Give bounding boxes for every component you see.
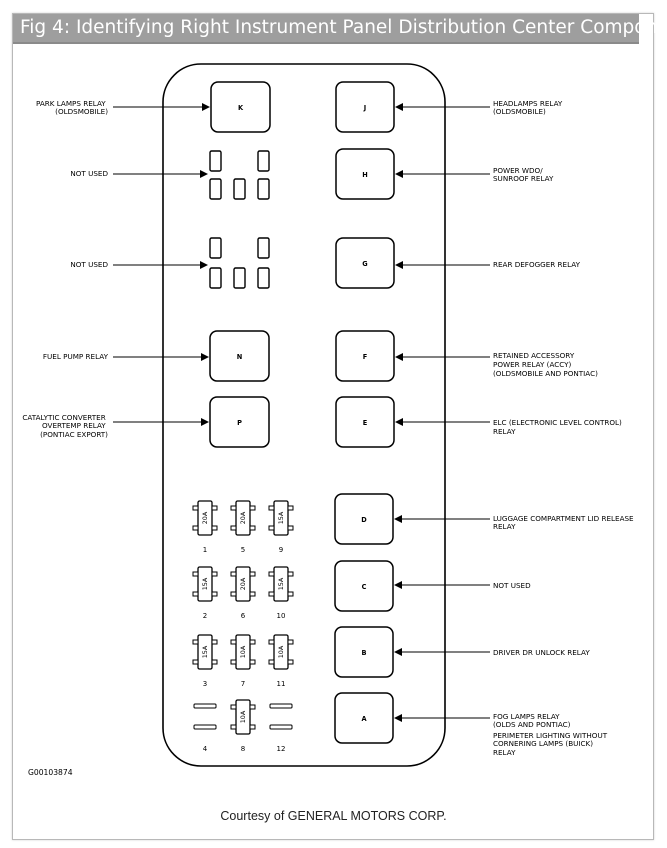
relay-letter: D <box>361 516 367 524</box>
relay-b: B <box>334 626 394 678</box>
label-fuel-pump-relay: FUEL PUMP RELAY <box>43 352 109 361</box>
fuse-10: 15A 10 <box>268 566 294 620</box>
fuse-5: 20A 5 <box>230 500 256 554</box>
relay-a: A <box>334 692 394 744</box>
panel-outline <box>162 63 446 767</box>
fuse-number: 3 <box>203 680 207 688</box>
fuse-2: 15A 2 <box>192 566 218 620</box>
fuse-rating: 10A <box>239 645 247 658</box>
label-not-used-1: NOT USED <box>70 169 108 178</box>
fuse-number: 4 <box>203 745 208 753</box>
relay-g: G <box>335 237 395 289</box>
label-retained-accessory-relay: RETAINED ACCESSORY POWER RELAY (ACCY) (O… <box>493 351 598 378</box>
figure-code: G00103874 <box>28 768 73 777</box>
relay-letter: N <box>237 353 243 361</box>
label-not-used-2: NOT USED <box>70 260 108 269</box>
figure-frame <box>12 13 654 840</box>
figure-title: Fig 4: Identifying Right Instrument Pane… <box>20 17 667 38</box>
relay-letter: P <box>237 419 242 427</box>
courtesy-caption: Courtesy of GENERAL MOTORS CORP. <box>220 809 447 823</box>
label-power-wdo-sunroof-relay: POWER WDO/ SUNROOF RELAY <box>493 166 554 183</box>
fuse-rating: 15A <box>201 577 209 590</box>
title-bar <box>13 14 639 44</box>
relay-letter: B <box>361 649 366 657</box>
relay-letter: C <box>362 583 367 591</box>
fuse-number: 8 <box>241 745 245 753</box>
fuse-number: 10 <box>277 612 286 620</box>
label-not-used-c: NOT USED <box>493 581 531 590</box>
relay-h: H <box>335 148 395 200</box>
fuse-number: 11 <box>277 680 286 688</box>
fuse-rating: 20A <box>201 511 209 524</box>
fuse-12: 12 <box>269 703 293 753</box>
relay-k: K <box>210 81 271 133</box>
fuse-rating: 10A <box>239 710 247 723</box>
label-catalytic-converter-relay: CATALYTIC CONVERTER OVERTEMP RELAY (PONT… <box>22 413 108 439</box>
relay-letter: G <box>362 260 367 268</box>
fuse-11: 10A 11 <box>268 634 294 688</box>
fuse-number: 12 <box>277 745 286 753</box>
relay-e: E <box>335 396 395 448</box>
label-fog-lamps-relay: FOG LAMPS RELAY (OLDS AND PONTIAC) PERIM… <box>493 712 609 757</box>
relay-p: P <box>209 396 270 448</box>
unused-socket-group-2 <box>209 237 270 289</box>
label-elc-relay: ELC (ELECTRONIC LEVEL CONTROL) RELAY <box>493 418 624 436</box>
fuse-rating: 20A <box>239 577 247 590</box>
label-rear-defogger-relay: REAR DEFOGGER RELAY <box>493 260 581 269</box>
relay-f: F <box>335 330 395 382</box>
label-park-lamps-relay: PARK LAMPS RELAY (OLDSMOBILE) <box>36 99 108 116</box>
fuse-number: 1 <box>203 546 207 554</box>
fuse-4: 4 <box>193 703 217 753</box>
label-headlamps-relay: HEADLAMPS RELAY (OLDSMOBILE) <box>493 99 565 116</box>
relay-j: J <box>335 81 395 133</box>
relay-letter: A <box>361 715 367 723</box>
label-driver-dr-unlock-relay: DRIVER DR UNLOCK RELAY <box>493 648 590 657</box>
fuse-rating: 15A <box>277 577 285 590</box>
fuse-7: 10A 7 <box>230 634 256 688</box>
relay-letter: E <box>363 419 368 427</box>
fuse-rating: 10A <box>277 645 285 658</box>
label-luggage-compartment-relay: LUGGAGE COMPARTMENT LID RELEASE RELAY <box>493 514 636 531</box>
fuse-9: 15A 9 <box>268 500 294 554</box>
fuse-number: 5 <box>241 546 245 554</box>
fuse-8: 10A 8 <box>230 699 256 753</box>
relay-n: N <box>209 330 270 382</box>
relay-c: C <box>334 560 394 612</box>
relay-letter: J <box>363 104 366 112</box>
fuse-number: 6 <box>241 612 246 620</box>
right-leader-lines <box>394 103 490 722</box>
fuse-grid: 20A 1 20A 5 15A 9 15A 2 20A 6 15A 10 15A 3 10A 7 10A 11 4 1… <box>192 500 294 753</box>
fuse-6: 20A 6 <box>230 566 256 620</box>
fuse-number: 2 <box>203 612 207 620</box>
fuse-number: 7 <box>241 680 245 688</box>
relay-letter: H <box>362 171 368 179</box>
fuse-number: 9 <box>279 546 283 554</box>
relay-d: D <box>334 493 394 545</box>
relay-letter: K <box>238 104 244 112</box>
relay-letter: F <box>363 353 368 361</box>
unused-socket-group-1 <box>209 150 270 200</box>
fuse-rating: 15A <box>277 511 285 524</box>
fuse-rating: 20A <box>239 511 247 524</box>
left-leader-lines <box>113 103 210 426</box>
fuse-1: 20A 1 <box>192 500 218 554</box>
fuse-3: 15A 3 <box>192 634 218 688</box>
fuse-rating: 15A <box>201 645 209 658</box>
